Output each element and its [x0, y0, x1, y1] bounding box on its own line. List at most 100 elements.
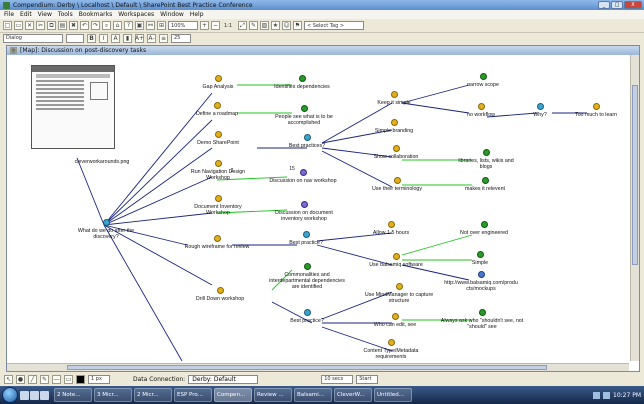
map-title-bar[interactable]: ▦ [Map]: Discussion on post-discovery ta…	[7, 46, 639, 55]
node-rough[interactable]: Rough wireframe for review	[177, 235, 257, 250]
pointer-icon[interactable]: ↖	[4, 374, 13, 384]
node-relevant[interactable]: makes it relevent	[453, 177, 517, 192]
font-select[interactable]: Dialog	[3, 33, 63, 43]
bold-icon[interactable]: B	[87, 33, 96, 43]
font-grow-icon[interactable]: A+	[134, 33, 145, 43]
delete-icon[interactable]: ✖	[69, 21, 78, 30]
menu-view[interactable]: View	[37, 11, 52, 18]
task-item[interactable]: ESP Pro...	[174, 388, 212, 402]
zoom-select[interactable]: 100%	[168, 21, 198, 30]
redo-icon[interactable]: ↷	[91, 21, 100, 30]
vertical-scrollbar[interactable]	[630, 55, 639, 361]
task-item[interactable]: Untitled...	[374, 388, 412, 402]
node-disc-nav[interactable]: Discussion on nav workshop	[265, 169, 341, 184]
scale-label[interactable]: 1:1	[224, 22, 233, 29]
node-drill[interactable]: Drill Down workshop	[187, 287, 253, 302]
node-demo[interactable]: Demo SharePoint	[187, 131, 249, 146]
zoom-out-icon[interactable]: −	[211, 21, 220, 30]
node-keep-simple[interactable]: Keep it simple	[359, 91, 429, 106]
link-tool-icon[interactable]: ╱	[28, 374, 37, 384]
menu-edit[interactable]: Edit	[20, 11, 32, 18]
align-icon[interactable]: ≡	[159, 33, 168, 43]
node-always[interactable]: Always ask who "shouldn't see, not "shou…	[439, 309, 525, 330]
node-branding[interactable]: Simple branding	[359, 119, 429, 134]
menu-tools[interactable]: Tools	[57, 11, 73, 18]
node-narrow[interactable]: narrow scope	[453, 73, 513, 88]
font-shrink-icon[interactable]: A-	[147, 33, 156, 43]
tray-icon[interactable]	[593, 391, 600, 399]
italic-icon[interactable]: I	[99, 33, 108, 43]
scroll-thumb[interactable]	[632, 85, 638, 265]
task-item[interactable]: Compen...	[214, 388, 252, 402]
node-bp2[interactable]: Best practice?	[277, 231, 335, 246]
pen-icon[interactable]: ✎	[40, 374, 49, 384]
minimize-button[interactable]: _	[598, 1, 610, 9]
rect-icon[interactable]: ▭	[64, 374, 73, 384]
node-noworkflow[interactable]: no workflow	[453, 103, 509, 118]
node-roadmap[interactable]: Define a roadmap	[187, 102, 247, 117]
node-bp3[interactable]: Best practice?	[279, 309, 335, 324]
menu-bookmarks[interactable]: Bookmarks	[78, 11, 113, 18]
color-icon[interactable]	[76, 374, 85, 384]
node-identifies[interactable]: Identifies dependencies	[267, 75, 337, 90]
node-notover[interactable]: Not over engineered	[447, 221, 521, 236]
close-button[interactable]: X	[624, 1, 642, 9]
node-docinv-workshop[interactable]: Document Inventory Workshop	[187, 195, 249, 216]
task-item[interactable]: 2 Note...	[54, 388, 92, 402]
node-allow[interactable]: Allow 1.5 hours	[359, 221, 423, 236]
zoom-in-icon[interactable]: +	[200, 21, 209, 30]
cut-icon[interactable]: ✂	[36, 21, 45, 30]
node-why[interactable]: Why?	[525, 103, 555, 118]
node-people[interactable]: People see what is to be accomplished	[267, 105, 341, 126]
close-map-icon[interactable]: ✕	[25, 21, 34, 30]
maximize-button[interactable]: □	[611, 1, 623, 9]
interval-select[interactable]: 10 secs	[321, 374, 354, 384]
font-size-select[interactable]	[66, 33, 84, 43]
start-button[interactable]: Start	[356, 374, 379, 384]
screenshot-image[interactable]	[31, 65, 115, 149]
horizontal-scrollbar[interactable]	[7, 363, 629, 371]
fit-icon[interactable]: ⤢	[238, 21, 247, 30]
text-color-icon[interactable]: A	[111, 33, 120, 43]
node-content[interactable]: Content Type/Metadata requirements	[349, 339, 433, 360]
node-url[interactable]: http://www.balsamiq.com/products/mockups	[443, 271, 519, 292]
quicklaunch-icon[interactable]	[30, 390, 39, 400]
node-terms[interactable]: Use their terminology	[359, 177, 435, 192]
task-item[interactable]: CleverW...	[334, 388, 372, 402]
node-mindmgr[interactable]: Use MindManager to capture structure	[359, 283, 439, 304]
node-gap[interactable]: Gap Analysis	[191, 75, 245, 90]
user-icon[interactable]: ☺	[282, 21, 291, 30]
bg-color-icon[interactable]: ▮	[123, 33, 132, 43]
tray-icon[interactable]	[603, 391, 610, 399]
node-nav-workshop[interactable]: Run Navigation Design Workshop	[187, 160, 249, 181]
line-width-select[interactable]: 1 px	[88, 374, 110, 384]
line-icon[interactable]: —	[52, 374, 61, 384]
node-bp1[interactable]: Best practices?	[279, 134, 335, 149]
undo-icon[interactable]: ↶	[80, 21, 89, 30]
link-icon[interactable]: ⚯	[146, 21, 155, 30]
flag-icon[interactable]: ⚑	[293, 21, 302, 30]
print-icon[interactable]: ▣	[135, 21, 144, 30]
help-icon[interactable]: ?	[124, 21, 133, 30]
menu-workspaces[interactable]: Workspaces	[118, 11, 155, 18]
copy-icon[interactable]: ⧉	[47, 21, 56, 30]
node-toomuch[interactable]: Too much to learn	[567, 103, 625, 118]
task-item[interactable]: Balsami...	[294, 388, 332, 402]
arrange-icon[interactable]: ⊞	[157, 21, 166, 30]
tag-icon[interactable]: ✎	[249, 21, 258, 30]
node-center[interactable]: What do we do after the discovery?	[69, 219, 143, 240]
title-bar[interactable]: Compendium: Derby \ Localhost \ Default …	[0, 0, 644, 10]
menu-window[interactable]: Window	[160, 11, 184, 18]
start-orb-icon[interactable]	[2, 387, 18, 403]
node-tool-icon[interactable]: ●	[16, 374, 25, 384]
menu-help[interactable]: Help	[189, 11, 204, 18]
menu-file[interactable]: File	[4, 11, 15, 18]
node-simple[interactable]: Simple	[453, 251, 507, 266]
paste-icon[interactable]: ▤	[58, 21, 67, 30]
scroll-thumb[interactable]	[67, 365, 547, 370]
home-icon[interactable]: ⌂	[113, 21, 122, 30]
node-balsamiq[interactable]: Use balsamiq software	[359, 253, 433, 268]
task-item[interactable]: 2 Micr...	[134, 388, 172, 402]
task-item[interactable]: 3 Micr...	[94, 388, 132, 402]
node-who[interactable]: Who can edit, see	[363, 313, 427, 328]
